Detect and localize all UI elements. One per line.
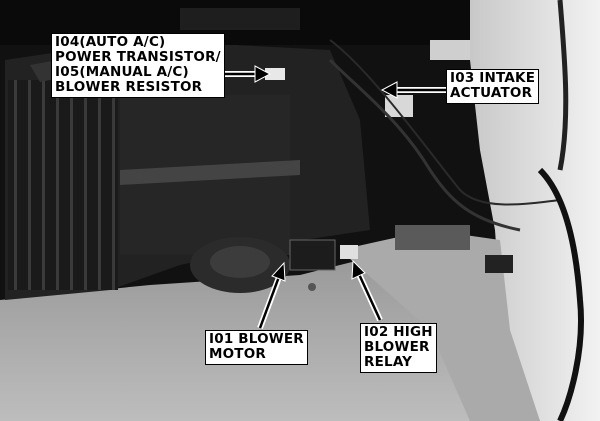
label-line: I05(MANUAL A/C) [55, 64, 189, 80]
label-line: ACTUATOR [450, 85, 533, 101]
label-line: RELAY [364, 354, 413, 370]
label-line: MOTOR [209, 346, 266, 362]
label-line: BLOWER [364, 339, 430, 355]
label-line: I04(AUTO A/C) [55, 34, 166, 50]
arrow-i02 [351, 259, 383, 322]
label-i03-intake-actuator: I03 INTAKE ACTUATOR [446, 69, 540, 104]
label-line: BLOWER RESISTOR [55, 79, 203, 95]
label-line: POWER TRANSISTOR/ [55, 49, 221, 65]
label-line: I02 HIGH [364, 324, 433, 340]
label-line: I03 INTAKE [450, 70, 536, 86]
label-line: I01 BLOWER [209, 331, 304, 347]
arrow-i03 [380, 81, 446, 99]
label-i02-high-blower-relay: I02 HIGH BLOWER RELAY [360, 323, 437, 373]
label-i04-power-transistor: I04(AUTO A/C) POWER TRANSISTOR/ I05(MANU… [51, 33, 225, 98]
label-i01-blower-motor: I01 BLOWER MOTOR [205, 330, 308, 365]
arrow-i01 [257, 261, 286, 330]
